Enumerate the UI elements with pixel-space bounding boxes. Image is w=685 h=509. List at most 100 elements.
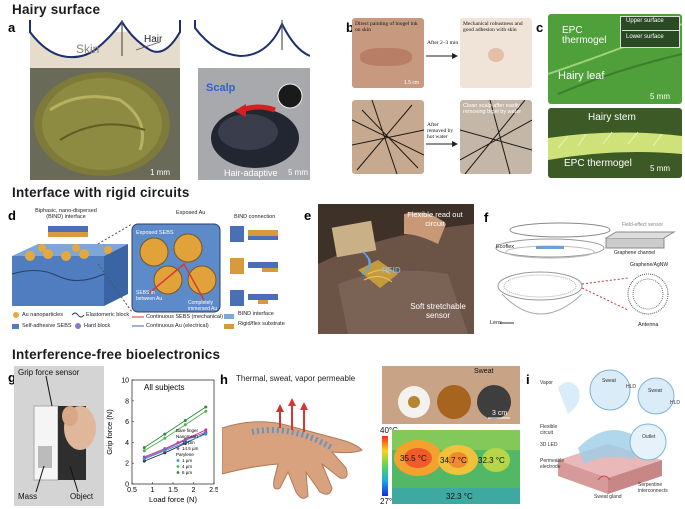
panel-a-figure	[29, 20, 310, 180]
legend-hard-block: Hard block	[84, 323, 111, 329]
panel-a: Skin Hair Scalp Hair-adaptive 1 mm 5 mm	[20, 20, 310, 180]
label-biphasic: Biphasic, nano-dispersed (BIND) interfac…	[35, 208, 97, 220]
scale-bar-c2: 5 mm	[650, 164, 670, 173]
scale-bar-a1: 1 mm	[150, 168, 170, 177]
panel-h-hand	[222, 388, 372, 506]
label-lower-surface: Lower surface	[626, 34, 664, 40]
panel-e: Flexible read out circuit RFID Soft stre…	[318, 204, 474, 334]
panel-label-c: c	[536, 20, 544, 35]
x-tick-label: 2	[192, 487, 196, 494]
section-title-interference: Interference-free bioelectronics	[12, 347, 221, 362]
panel-label-a: a	[8, 20, 16, 35]
thermal-min-label: 27°C	[380, 497, 398, 506]
temp-reading-3: 32.3 °C	[478, 456, 505, 465]
data-point	[204, 409, 208, 413]
data-point	[183, 419, 187, 423]
y-tick-label: 4	[125, 440, 129, 447]
legend-elastomeric-block: Elastomeric block	[86, 312, 130, 318]
data-point	[163, 436, 167, 440]
y-axis-label: Grip force (N)	[105, 409, 114, 455]
panel-d: Biphasic, nano-dispersed (BIND) interfac…	[8, 204, 304, 334]
temp-reading-2: 34.7 °C	[440, 456, 467, 465]
section-title-interface: Interface with rigid circuits	[12, 185, 190, 200]
data-point	[163, 451, 167, 455]
data-point	[204, 430, 208, 434]
arrow-label-b1: After 2–3 min	[427, 40, 459, 46]
y-tick-label: 10	[121, 378, 129, 385]
chart-title: All subjects	[144, 383, 184, 392]
photo-biogel-painting	[352, 18, 424, 88]
data-point	[183, 423, 187, 427]
label-hld-2: HLD	[670, 400, 681, 406]
label-mass: Mass	[18, 492, 38, 501]
photo-sweat-patches: Sweat 3 cm	[382, 366, 520, 424]
label-object: Object	[70, 492, 94, 501]
legend-marker	[176, 459, 180, 462]
panel-label-i: i	[526, 372, 530, 387]
data-point	[163, 432, 167, 436]
panel-i: Vapor Flexible circuit 3D LED Permeable …	[538, 368, 682, 506]
data-point	[183, 440, 187, 444]
data-point	[204, 405, 208, 409]
photo-clean-scalp	[460, 100, 532, 174]
label-exposed-sebs: Exposed SEBS	[136, 230, 174, 236]
label-hairy-stem: Hairy stem	[588, 112, 636, 123]
x-tick-label: 0.5	[127, 487, 137, 494]
legend-group: Nanomesh	[176, 434, 198, 439]
label-epc-thermogel: EPC thermogel	[562, 25, 607, 46]
y-tick-label: 6	[125, 419, 129, 426]
data-point	[204, 428, 208, 432]
scale-bar-h: 3 cm	[492, 410, 508, 417]
scale-bar-c1: 5 mm	[650, 92, 670, 101]
label-flexible-readout: Flexible read out circuit	[407, 210, 463, 228]
legend-marker	[176, 447, 180, 450]
temp-reading-4: 32.3 °C	[446, 492, 473, 501]
panel-d-figure	[11, 223, 278, 329]
photo-scalp-hair	[352, 100, 424, 174]
label-exposed-au: Exposed Au	[176, 210, 206, 216]
series-line	[144, 410, 207, 452]
label-sweat-gland: Sweat gland	[594, 494, 622, 500]
caption-b1: Direct painting of biogel ink on skin	[355, 21, 418, 33]
label-graphene-agnw: Graphene/AgNW	[630, 262, 669, 268]
panel-label-f: f	[484, 210, 489, 225]
panel-c: EPC thermogel Upper surface Lower surfac…	[548, 14, 682, 178]
legend-entry: 4 µm	[182, 464, 192, 469]
label-grip-force-sensor: Grip force sensor	[18, 368, 80, 377]
legend-entry: 8 µm	[182, 470, 192, 475]
photo-wrist-sensor	[318, 204, 474, 334]
panel-label-e: e	[304, 208, 312, 223]
caption-b2: Mechanical robustness and good adhesion …	[463, 21, 523, 33]
label-lens: Lens	[490, 320, 502, 326]
data-point	[163, 449, 167, 453]
thermal-colorbar	[382, 436, 388, 496]
label-serpentine: Serpentine interconnects	[638, 482, 668, 494]
hand-illustration	[222, 398, 363, 499]
label-sweat-1: Sweat	[602, 378, 616, 384]
panel-f: Field-effect sensor Ecoflex Graphene cha…	[490, 204, 680, 334]
label-ecoflex: Ecoflex	[496, 244, 515, 250]
arrow-icon	[426, 141, 458, 147]
caption-b3: Clean scalp after easily removing bigel …	[463, 103, 522, 115]
data-point	[142, 449, 146, 453]
data-point	[142, 459, 146, 463]
series-line	[144, 429, 206, 458]
label-scalp: Scalp	[206, 82, 236, 94]
label-sebs-between: SEBS in between Au	[136, 290, 163, 302]
photo-hairy-leaf	[548, 14, 682, 104]
label-sweat-2: Sweat	[648, 388, 662, 394]
label-bind-connection: BIND connection	[234, 214, 276, 220]
legend-continuous-sebs: Continuous SEBS (mechanical)	[146, 314, 224, 320]
legend-au-nanoparticles: Au nanoparticles	[22, 312, 63, 318]
scale-bar-b: 1.5 cm	[404, 80, 420, 86]
thermal-max-label: 40°C	[380, 426, 398, 435]
legend-marker	[176, 471, 180, 474]
panel-g-photo: Grip force sensor Mass Object	[14, 366, 104, 506]
label-hair: Hair	[144, 34, 163, 45]
panel-f-figure	[495, 222, 676, 324]
panel-i-figure	[538, 368, 682, 506]
legend-marker	[176, 441, 180, 444]
panel-b: Direct painting of biogel ink on skin Me…	[352, 18, 532, 178]
data-point	[142, 446, 146, 450]
